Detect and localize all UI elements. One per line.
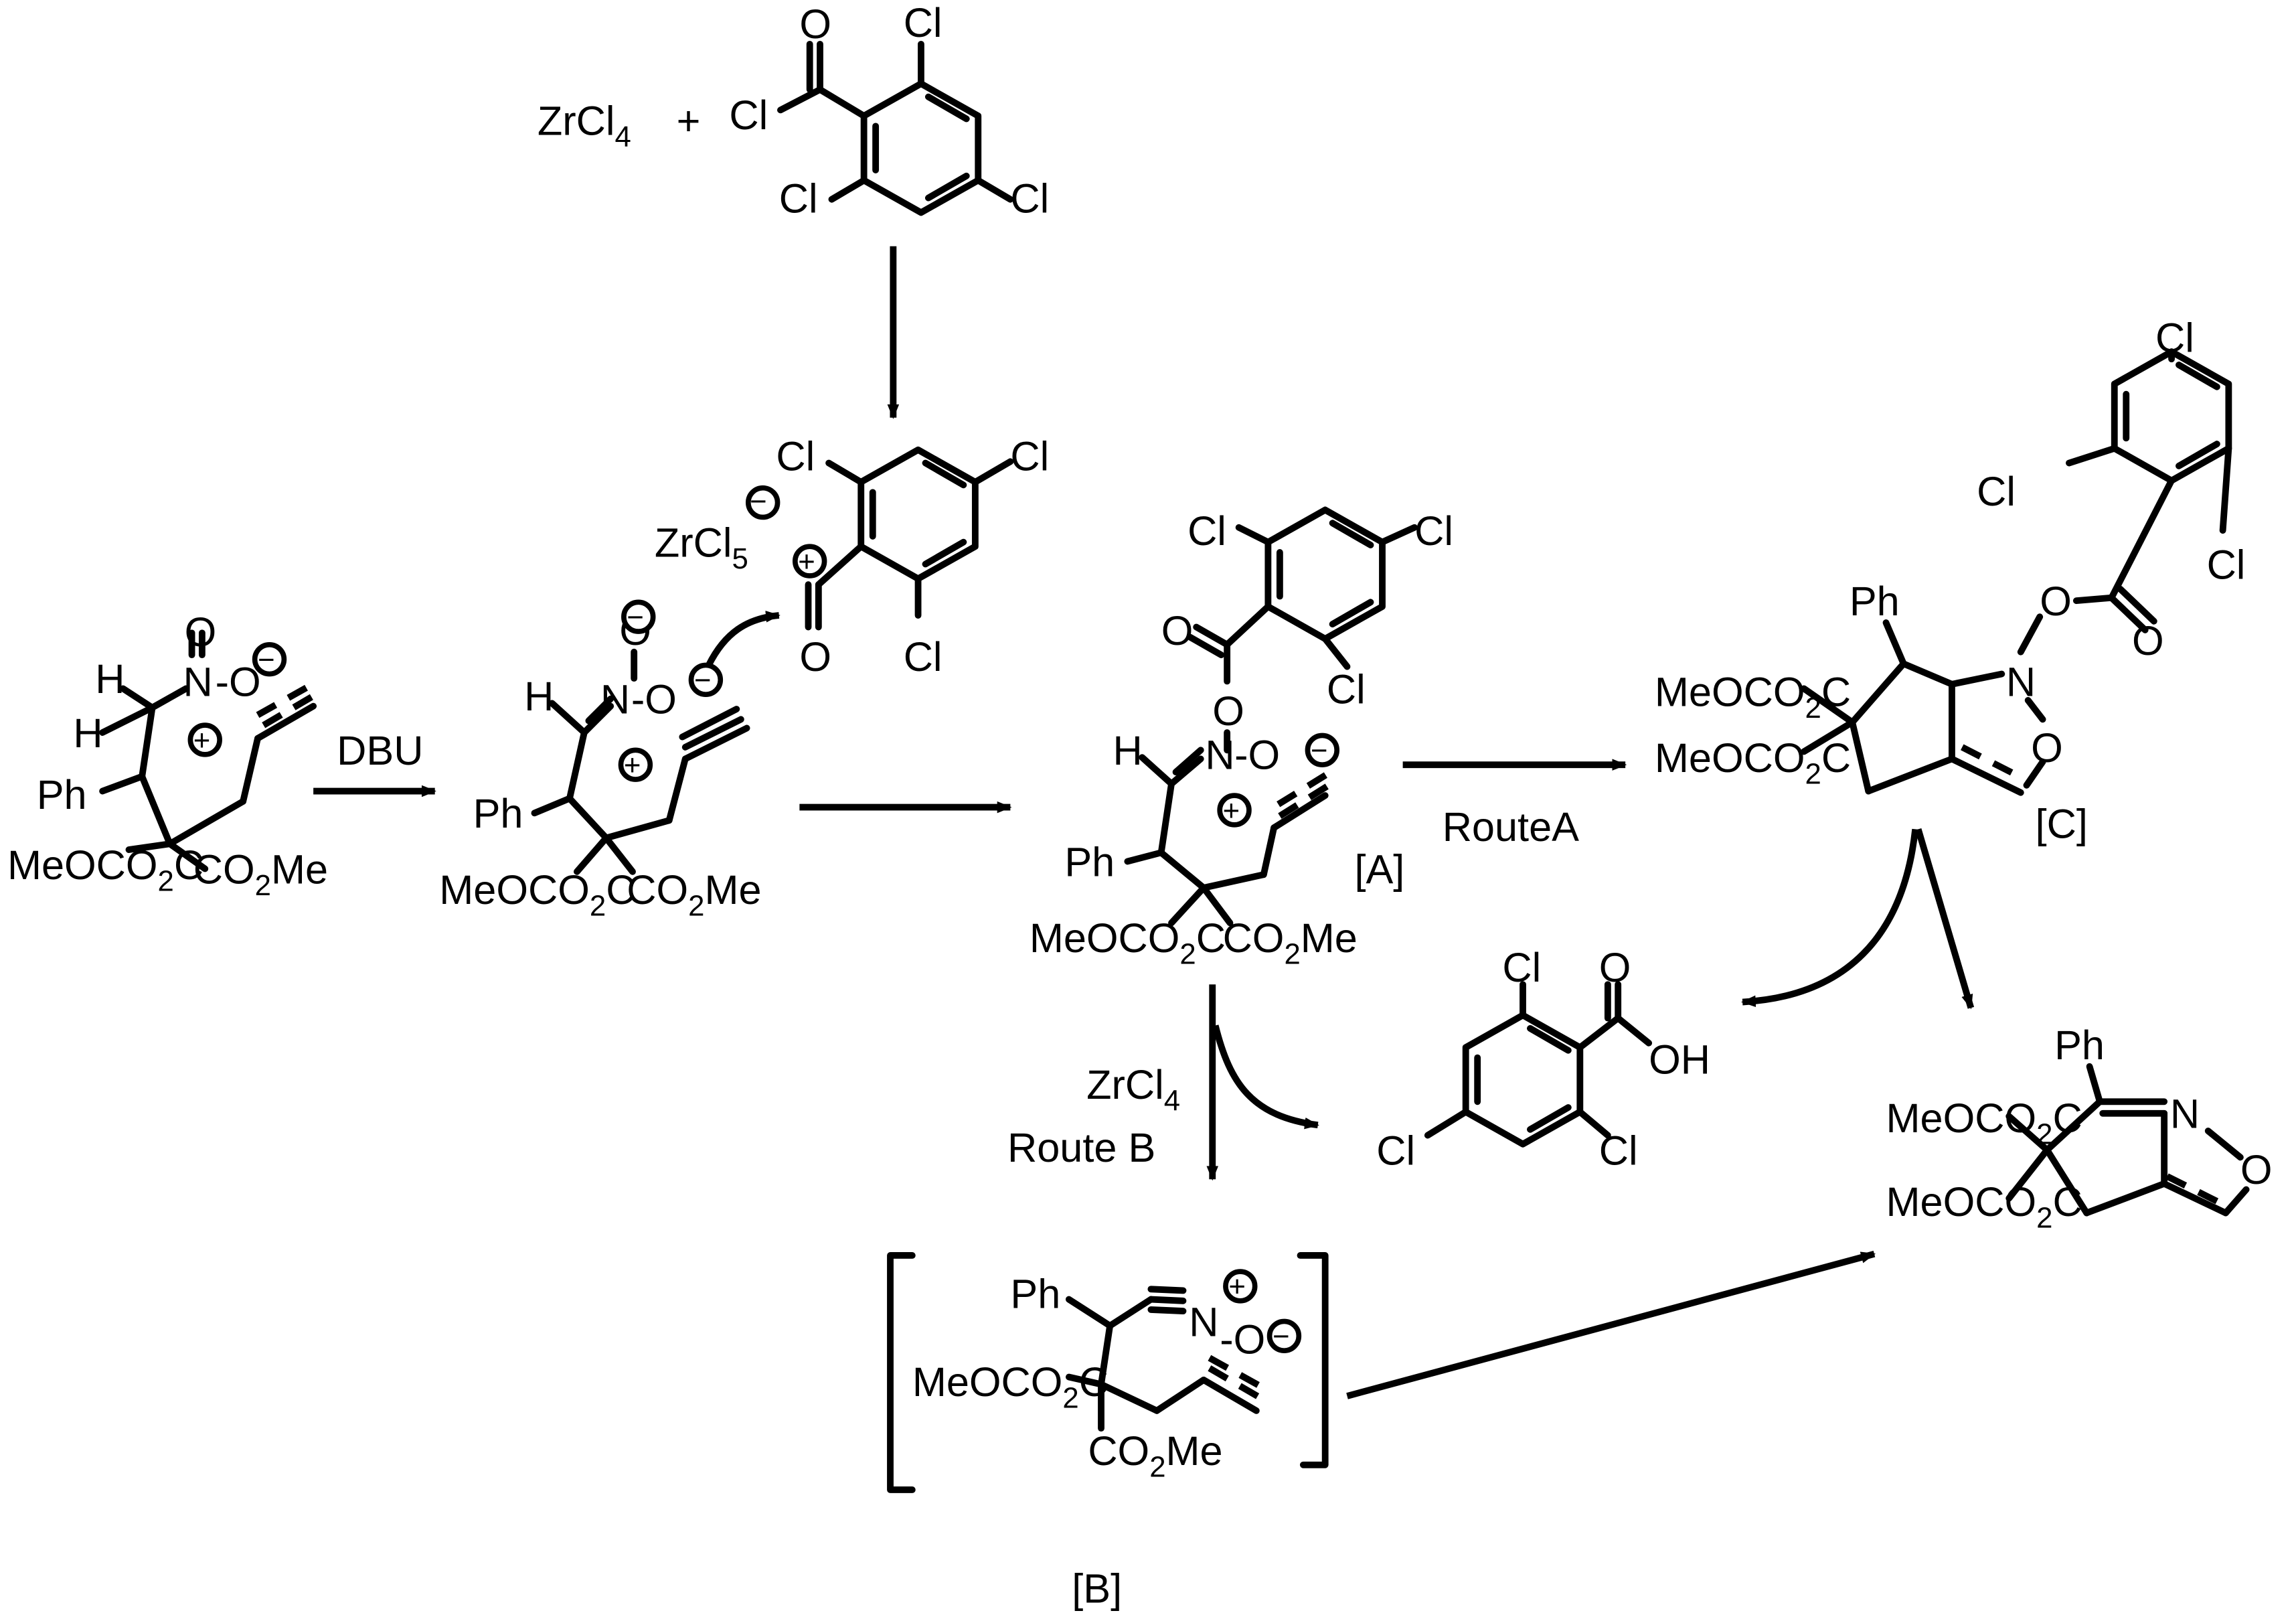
svg-text:Cl: Cl: [1010, 175, 1049, 221]
svg-text:Cl: Cl: [1414, 508, 1453, 554]
svg-text:-O: -O: [1234, 733, 1280, 778]
reagent-dbu: DBU: [337, 728, 423, 773]
svg-text:MeOCO2C: MeOCO2C: [1655, 735, 1851, 791]
svg-text:−: −: [750, 485, 767, 518]
svg-text:−: −: [1311, 735, 1328, 767]
svg-text:MeOCO2C: MeOCO2C: [1030, 915, 1226, 971]
trichlorobenzoic-acid: Cl Cl Cl O OH: [1376, 945, 1710, 1173]
svg-text:−: −: [627, 601, 644, 634]
label-B: [B]: [1072, 1565, 1122, 1611]
svg-text:CO2Me: CO2Me: [1088, 1428, 1222, 1484]
svg-text:ZrCl5: ZrCl5: [655, 520, 748, 575]
svg-text:N: N: [1205, 733, 1234, 778]
svg-text:O: O: [799, 1, 831, 47]
svg-text:Ph: Ph: [1064, 839, 1115, 885]
svg-text:-O: -O: [216, 659, 261, 704]
svg-text:MeOCO2C: MeOCO2C: [1886, 1095, 2082, 1151]
svg-text:O: O: [2040, 579, 2072, 624]
svg-text:O: O: [2132, 618, 2164, 664]
final-product: Ph N O MeOCO2C MeOCO2C: [1886, 1022, 2273, 1235]
svg-text:−: −: [258, 643, 275, 676]
svg-text:O: O: [2240, 1147, 2273, 1193]
svg-text:Cl: Cl: [776, 433, 815, 479]
svg-text:Cl: Cl: [1327, 666, 1366, 712]
svg-text:−: −: [694, 664, 712, 697]
acylium-intermediate: ZrCl5 − Cl Cl Cl O +: [655, 433, 1049, 680]
svg-text:ZrCl4: ZrCl4: [538, 98, 631, 154]
svg-text:Cl: Cl: [2207, 542, 2246, 587]
svg-text:Cl: Cl: [1599, 1128, 1638, 1173]
label-route-a: RouteA: [1443, 804, 1579, 850]
svg-text:MeOCO2C: MeOCO2C: [1655, 670, 1851, 725]
acyl-chloride-molecule: O Cl Cl Cl Cl: [729, 0, 1049, 221]
svg-text:Cl: Cl: [729, 92, 768, 138]
svg-text:OH: OH: [1649, 1037, 1710, 1083]
svg-text:MeOCO2C: MeOCO2C: [1886, 1179, 2082, 1235]
intermediate-A: Cl Cl Cl O O H N -O − + Ph MeOCO2C CO2Me: [1030, 506, 1453, 971]
label-A: [A]: [1354, 846, 1404, 892]
svg-text:Ph: Ph: [1010, 1272, 1060, 1317]
svg-text:+: +: [193, 724, 211, 757]
svg-text:CO2Me: CO2Me: [627, 867, 761, 923]
arrow-C-to-acid: [1740, 828, 1919, 1008]
svg-text:O: O: [1599, 945, 1631, 990]
svg-text:Ph: Ph: [2054, 1022, 2105, 1068]
svg-text:H: H: [1113, 728, 1143, 773]
svg-text:Cl: Cl: [2155, 315, 2194, 360]
svg-text:Cl: Cl: [1010, 433, 1049, 479]
arrow-B-to-product: [1346, 1251, 1876, 1399]
svg-text:O: O: [1212, 688, 1244, 734]
label-C: [C]: [2036, 801, 2088, 847]
svg-text:Cl: Cl: [779, 175, 818, 221]
svg-text:N: N: [2006, 659, 2036, 704]
svg-text:−: −: [1273, 1320, 1290, 1353]
plus-sign: +: [677, 98, 701, 144]
svg-text:N: N: [1189, 1299, 1218, 1345]
svg-text:+: +: [1228, 1270, 1246, 1303]
svg-text:N: N: [183, 659, 212, 704]
svg-text:CO2Me: CO2Me: [193, 846, 328, 902]
reagent-zrcl4-b: ZrCl4: [1086, 1062, 1180, 1118]
svg-text:Cl: Cl: [1187, 508, 1226, 554]
arrow-route-b-to-acid: [1212, 1024, 1319, 1130]
svg-text:H: H: [95, 656, 125, 702]
svg-text:+: +: [798, 545, 815, 578]
svg-text:Cl: Cl: [904, 0, 942, 46]
svg-text:-O: -O: [1220, 1317, 1265, 1363]
svg-text:Ph: Ph: [37, 772, 87, 818]
nitro-compound-start: H H N O -O − + Ph MeOCO2C CO2Me: [7, 609, 328, 902]
svg-text:O: O: [2031, 725, 2063, 771]
svg-text:Cl: Cl: [904, 634, 942, 680]
svg-text:+: +: [1223, 794, 1240, 827]
svg-text:Cl: Cl: [1502, 945, 1541, 990]
svg-text:CO2Me: CO2Me: [1223, 915, 1358, 971]
nitrile-oxide-B: Ph N + -O − MeOCO2C CO2Me: [887, 1252, 1329, 1493]
svg-text:N: N: [2170, 1091, 2200, 1137]
svg-text:N: N: [600, 677, 630, 722]
arrow-C-to-product: [1914, 828, 1975, 1010]
svg-text:H: H: [524, 674, 554, 719]
svg-text:Cl: Cl: [1376, 1128, 1415, 1173]
label-route-b: Route B: [1007, 1125, 1155, 1170]
nitronate-intermediate: H N O − -O − + Ph MeOCO2C CO2Me: [439, 599, 781, 923]
svg-text:O: O: [1161, 608, 1194, 654]
svg-text:MeOCO2C: MeOCO2C: [7, 842, 203, 898]
svg-text:Cl: Cl: [1977, 469, 2016, 514]
reagent-zrcl4-top: ZrCl4 +: [538, 98, 701, 154]
svg-text:O: O: [185, 609, 217, 655]
svg-text:+: +: [624, 749, 641, 781]
cycloadduct-C: Cl Cl Cl O O N O Ph MeOCO2C MeOCO2C [C]: [1655, 315, 2246, 846]
svg-text:O: O: [799, 634, 831, 680]
svg-text:H: H: [73, 710, 102, 756]
svg-text:MeOCO2C: MeOCO2C: [912, 1359, 1109, 1414]
svg-text:Ph: Ph: [473, 791, 523, 836]
svg-text:-O: -O: [631, 677, 677, 722]
svg-text:MeOCO2C: MeOCO2C: [439, 867, 635, 923]
svg-text:Ph: Ph: [1850, 579, 1900, 624]
